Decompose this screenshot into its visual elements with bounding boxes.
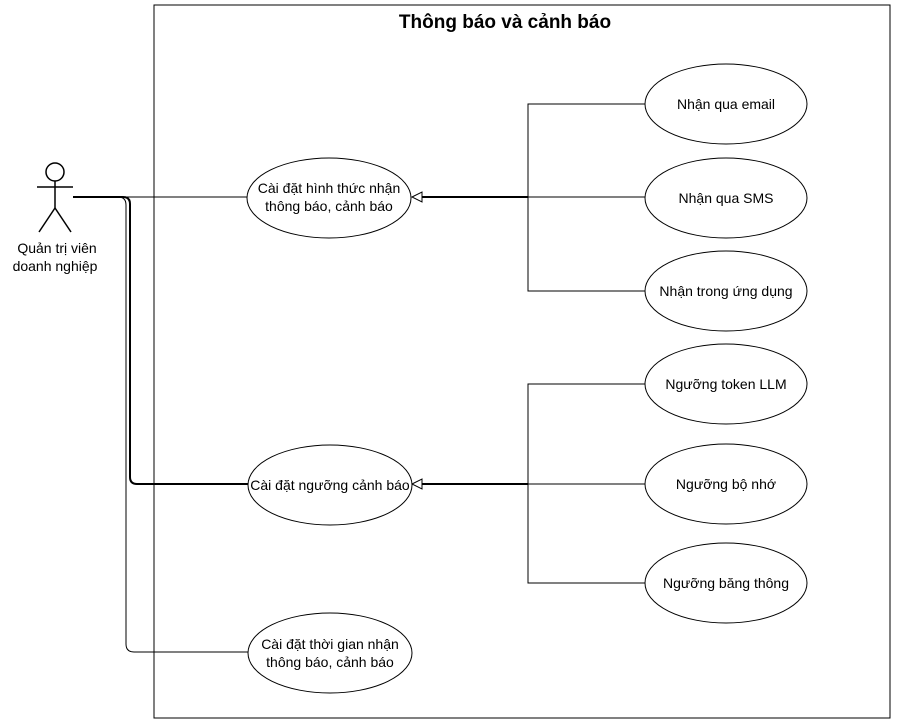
actor-label-line1: Quản trị viên [17, 240, 96, 256]
system-title: Thông báo và cảnh báo [399, 12, 611, 33]
usecase-alert-threshold[interactable]: Cài đặt ngưỡng cảnh báo [247, 444, 413, 526]
actor-label-line2: doanh nghiệp [13, 258, 98, 274]
generalization-arrowhead-notify-method [410, 191, 423, 203]
usecase-bandwidth-label: Ngưỡng băng thông [663, 575, 789, 591]
usecase-notify-time-line2: thông báo, cảnh báo [266, 654, 394, 670]
generalization-email [527, 103, 645, 197]
association-actor-alert-threshold [73, 196, 248, 485]
usecase-email-label: Nhận qua email [677, 96, 775, 112]
generalization-token-llm [527, 383, 645, 484]
usecase-in-app[interactable]: Nhận trong ứng dụng [644, 250, 808, 332]
generalization-bandwidth [527, 484, 645, 584]
usecase-sms[interactable]: Nhận qua SMS [644, 157, 808, 239]
usecase-notify-method-line2: thông báo, cảnh báo [265, 198, 393, 214]
generalization-in-app [527, 197, 645, 292]
usecase-alert-threshold-label: Cài đặt ngưỡng cảnh báo [250, 477, 410, 493]
actor-figure [37, 162, 73, 233]
association-actor-notify-time [73, 196, 248, 653]
usecase-memory-label: Ngưỡng bộ nhớ [676, 476, 776, 492]
usecase-notify-method-line1: Cài đặt hình thức nhận [258, 180, 400, 196]
usecase-email[interactable]: Nhận qua email [644, 63, 808, 145]
usecase-token-llm-label: Ngưỡng token LLM [665, 376, 786, 392]
usecase-notify-time-line1: Cài đặt thời gian nhận [261, 636, 399, 652]
usecase-bandwidth[interactable]: Ngưỡng băng thông [644, 542, 808, 624]
usecase-sms-label: Nhận qua SMS [679, 190, 774, 206]
usecase-in-app-label: Nhận trong ứng dụng [659, 283, 792, 299]
usecase-token-llm[interactable]: Ngưỡng token LLM [644, 343, 808, 425]
actor-head [45, 162, 65, 182]
usecase-notify-time[interactable]: Cài đặt thời gian nhận thông báo, cảnh b… [247, 612, 413, 694]
usecase-notify-method[interactable]: Cài đặt hình thức nhận thông báo, cảnh b… [246, 157, 412, 239]
generalization-arrowhead-alert-threshold [410, 478, 423, 490]
usecase-memory[interactable]: Ngưỡng bộ nhớ [644, 443, 808, 525]
actor-left-leg [38, 207, 56, 233]
actor-right-leg [54, 207, 72, 233]
